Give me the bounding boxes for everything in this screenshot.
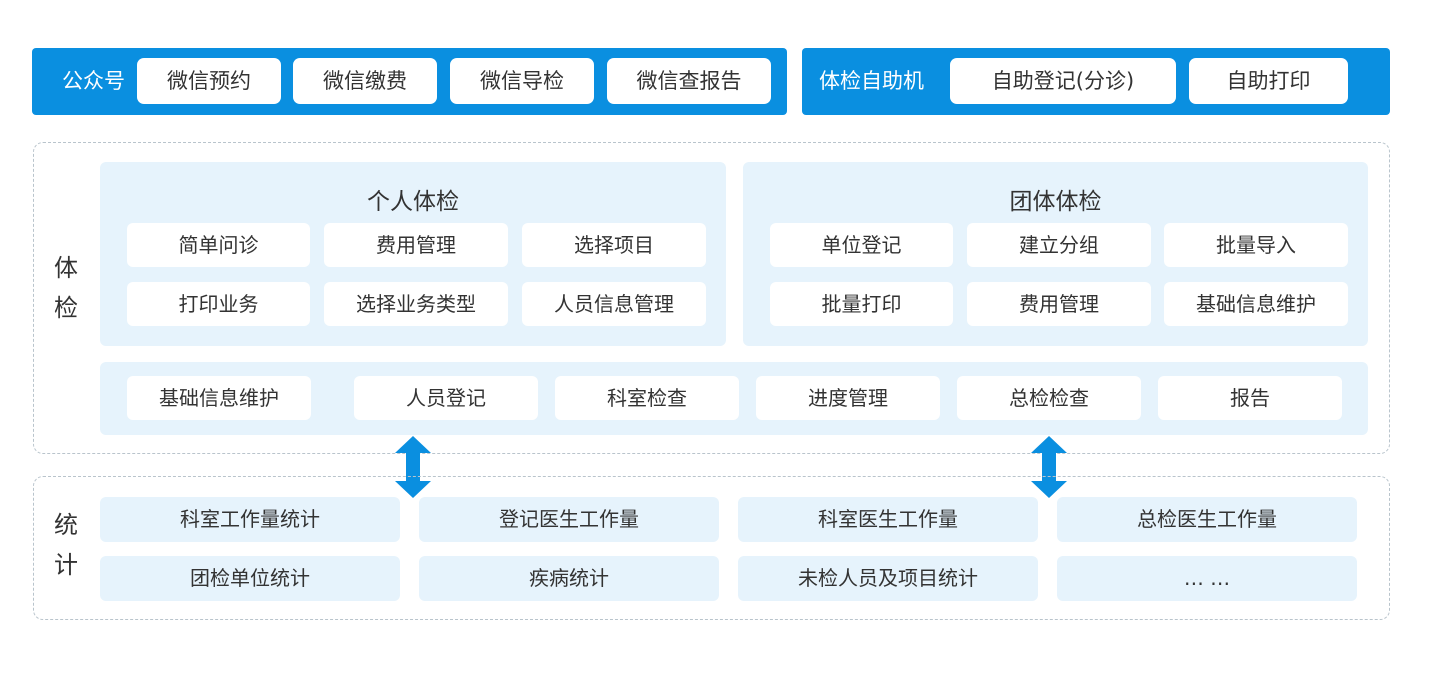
select-items-item[interactable]: 选择项目: [522, 223, 706, 267]
select-business-type-item[interactable]: 选择业务类型: [324, 282, 508, 326]
group-basic-info-maintenance-item[interactable]: 基础信息维护: [1164, 282, 1348, 326]
stats-side-label-2: 计: [54, 551, 78, 579]
wechat-payment-button[interactable]: 微信缴费: [293, 58, 437, 104]
more-stats-ellipsis: … …: [1057, 556, 1357, 601]
final-check-item[interactable]: 总检检查: [957, 376, 1141, 420]
double-arrow-icon-left: [395, 436, 431, 498]
double-arrow-icon-right: [1031, 436, 1067, 498]
group-unit-stat[interactable]: 团检单位统计: [100, 556, 400, 601]
print-business-item[interactable]: 打印业务: [127, 282, 310, 326]
self-service-kiosk-label: 体检自助机: [819, 69, 924, 93]
final-check-doctor-workload-stat[interactable]: 总检医生工作量: [1057, 497, 1357, 542]
progress-management-item[interactable]: 进度管理: [756, 376, 940, 420]
personal-exam-panel: 个人体检 简单问诊 费用管理 选择项目 打印业务 选择业务类型 人员信息管理: [100, 162, 726, 346]
group-fee-management-item[interactable]: 费用管理: [967, 282, 1151, 326]
personal-exam-title: 个人体检: [367, 189, 459, 215]
wechat-appointment-button[interactable]: 微信预约: [137, 58, 281, 104]
exam-section: [33, 142, 1390, 454]
exam-side-label-1: 体: [54, 254, 78, 282]
unchecked-personnel-items-stat[interactable]: 未检人员及项目统计: [738, 556, 1038, 601]
report-item[interactable]: 报告: [1158, 376, 1342, 420]
group-exam-title: 团体体检: [1009, 189, 1102, 215]
create-group-item[interactable]: 建立分组: [967, 223, 1151, 267]
wechat-official-account-bar: 公众号 微信预约 微信缴费 微信导检 微信查报告: [32, 48, 787, 115]
department-workload-stat[interactable]: 科室工作量统计: [100, 497, 400, 542]
simple-consult-item[interactable]: 简单问诊: [127, 223, 310, 267]
department-doctor-workload-stat[interactable]: 科室医生工作量: [738, 497, 1038, 542]
self-print-button[interactable]: 自助打印: [1189, 58, 1348, 104]
department-check-item[interactable]: 科室检查: [555, 376, 739, 420]
batch-import-item[interactable]: 批量导入: [1164, 223, 1348, 267]
disease-stat[interactable]: 疾病统计: [419, 556, 719, 601]
stats-section: [33, 476, 1390, 620]
common-workflow-panel: 基础信息维护 人员登记 科室检查 进度管理 总检检查 报告: [100, 362, 1368, 435]
stats-side-label-1: 统: [54, 511, 78, 539]
personnel-registration-item[interactable]: 人员登记: [354, 376, 538, 420]
basic-info-maintenance-item[interactable]: 基础信息维护: [127, 376, 311, 420]
personnel-info-management-item[interactable]: 人员信息管理: [522, 282, 706, 326]
wechat-official-account-label: 公众号: [62, 69, 125, 93]
self-registration-button[interactable]: 自助登记(分诊): [950, 58, 1176, 104]
wechat-guide-button[interactable]: 微信导检: [450, 58, 594, 104]
self-service-kiosk-bar: 体检自助机 自助登记(分诊) 自助打印: [802, 48, 1390, 115]
registration-doctor-workload-stat[interactable]: 登记医生工作量: [419, 497, 719, 542]
unit-registration-item[interactable]: 单位登记: [770, 223, 953, 267]
wechat-report-button[interactable]: 微信查报告: [607, 58, 771, 104]
group-exam-panel: 团体体检 单位登记 建立分组 批量导入 批量打印 费用管理 基础信息维护: [743, 162, 1368, 346]
fee-management-item[interactable]: 费用管理: [324, 223, 508, 267]
batch-print-item[interactable]: 批量打印: [770, 282, 953, 326]
exam-side-label-2: 检: [54, 294, 78, 322]
